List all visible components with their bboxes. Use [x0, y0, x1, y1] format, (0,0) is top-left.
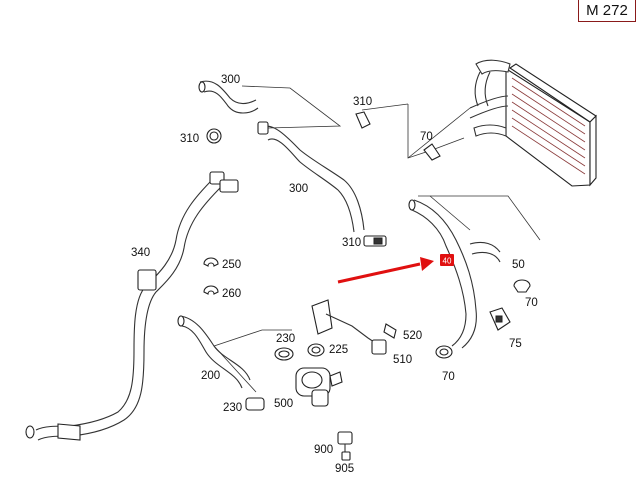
label-310-mid: 310	[353, 96, 373, 108]
label-905: 905	[335, 463, 355, 475]
hose-300-upper	[198, 80, 259, 114]
label-50: 50	[512, 259, 525, 271]
label-310-left: 310	[180, 133, 200, 145]
label-200: 200	[201, 370, 221, 382]
clamp-70-bottom	[435, 345, 453, 359]
label-310-lower: 310	[342, 237, 362, 249]
hose-200	[177, 315, 251, 389]
label-300-middle: 300	[289, 183, 309, 195]
clamp-230-upper	[274, 347, 294, 361]
hose-300-middle	[257, 121, 365, 233]
leader-lines	[213, 85, 541, 393]
label-230-lower: 230	[223, 402, 243, 414]
clip-520	[383, 323, 397, 339]
label-230-upper: 230	[276, 333, 296, 345]
label-300-upper: 300	[221, 74, 241, 86]
highlight-marker: 40	[440, 254, 454, 266]
clamp-70-top	[423, 143, 441, 161]
radiator	[469, 59, 597, 187]
label-70-bottom: 70	[442, 371, 455, 383]
label-500: 500	[274, 398, 294, 410]
valve-75	[489, 307, 511, 331]
connector-230-lower	[245, 397, 265, 411]
hose-50	[408, 199, 501, 349]
label-520: 520	[403, 330, 423, 342]
water-pump-500	[295, 367, 343, 407]
clamp-310-mid	[355, 111, 371, 129]
label-225: 225	[329, 344, 349, 356]
sensor-900	[337, 431, 353, 461]
label-250: 250	[222, 259, 242, 271]
clamp-250	[203, 257, 219, 267]
label-340: 340	[131, 247, 151, 259]
model-badge: M 272	[578, 0, 636, 22]
svg-text:40: 40	[443, 257, 452, 266]
clamp-310-left	[206, 128, 222, 144]
hose-340	[25, 171, 239, 441]
label-260: 260	[222, 288, 242, 300]
clamp-225	[307, 343, 325, 357]
label-70-top: 70	[420, 131, 433, 143]
clamp-260	[203, 285, 219, 295]
label-75: 75	[509, 338, 522, 350]
label-70-right: 70	[525, 297, 538, 309]
connector-310-lower	[363, 235, 387, 247]
clamp-70-right	[513, 279, 531, 293]
bracket-510	[311, 299, 387, 355]
label-510: 510	[393, 354, 413, 366]
highlight-arrow	[337, 257, 434, 284]
label-900: 900	[314, 444, 334, 456]
